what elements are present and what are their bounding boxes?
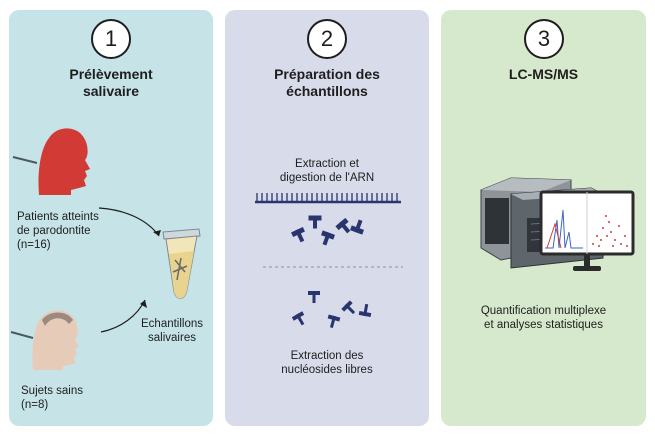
panel-sample-preparation: 2 Préparation des échantillons Extractio… bbox=[225, 10, 429, 426]
extraction-digestion-label: Extraction et digestion de l'ARN bbox=[279, 158, 375, 184]
rna-strand-icon bbox=[255, 193, 401, 204]
nucleosides-free bbox=[291, 291, 372, 329]
monitor-icon bbox=[539, 190, 635, 271]
analysis-label: Quantification multiplexe et analyses st… bbox=[480, 305, 607, 331]
healthy-head-icon bbox=[10, 310, 79, 370]
healthy-label: Sujets sains (n=8) bbox=[21, 385, 84, 411]
arrow-patients-to-tube bbox=[98, 207, 160, 237]
step-title-2: Préparation des échantillons bbox=[274, 66, 380, 99]
panel2-illustration bbox=[255, 193, 403, 329]
step-number-1: 1 bbox=[91, 19, 131, 59]
nucleosides-digested bbox=[291, 215, 364, 246]
patients-label: Patients atteints de parodontite (n=16) bbox=[17, 211, 99, 251]
step-title-1: Prélèvement salivaire bbox=[69, 66, 153, 99]
panel1-illustration bbox=[10, 128, 201, 370]
patient-head-icon bbox=[12, 128, 90, 195]
panel-lcmsms: 3 LC-MS/MS Quantification multiplexe et … bbox=[441, 10, 646, 426]
free-nucleosides-label: Extraction des nucléosides libres bbox=[281, 350, 373, 376]
samples-label: Echantillons salivaires bbox=[141, 318, 204, 344]
step-title-3: LC-MS/MS bbox=[508, 66, 579, 82]
step-number-3: 3 bbox=[524, 19, 564, 59]
sample-tube-icon bbox=[162, 228, 201, 299]
panel3-illustration bbox=[480, 177, 635, 271]
step-number-2: 2 bbox=[307, 19, 347, 59]
panel-saliva-sampling: 1 Prélèvement salivaire Patients atteint… bbox=[9, 10, 213, 426]
arrow-healthy-to-tube bbox=[100, 299, 146, 333]
